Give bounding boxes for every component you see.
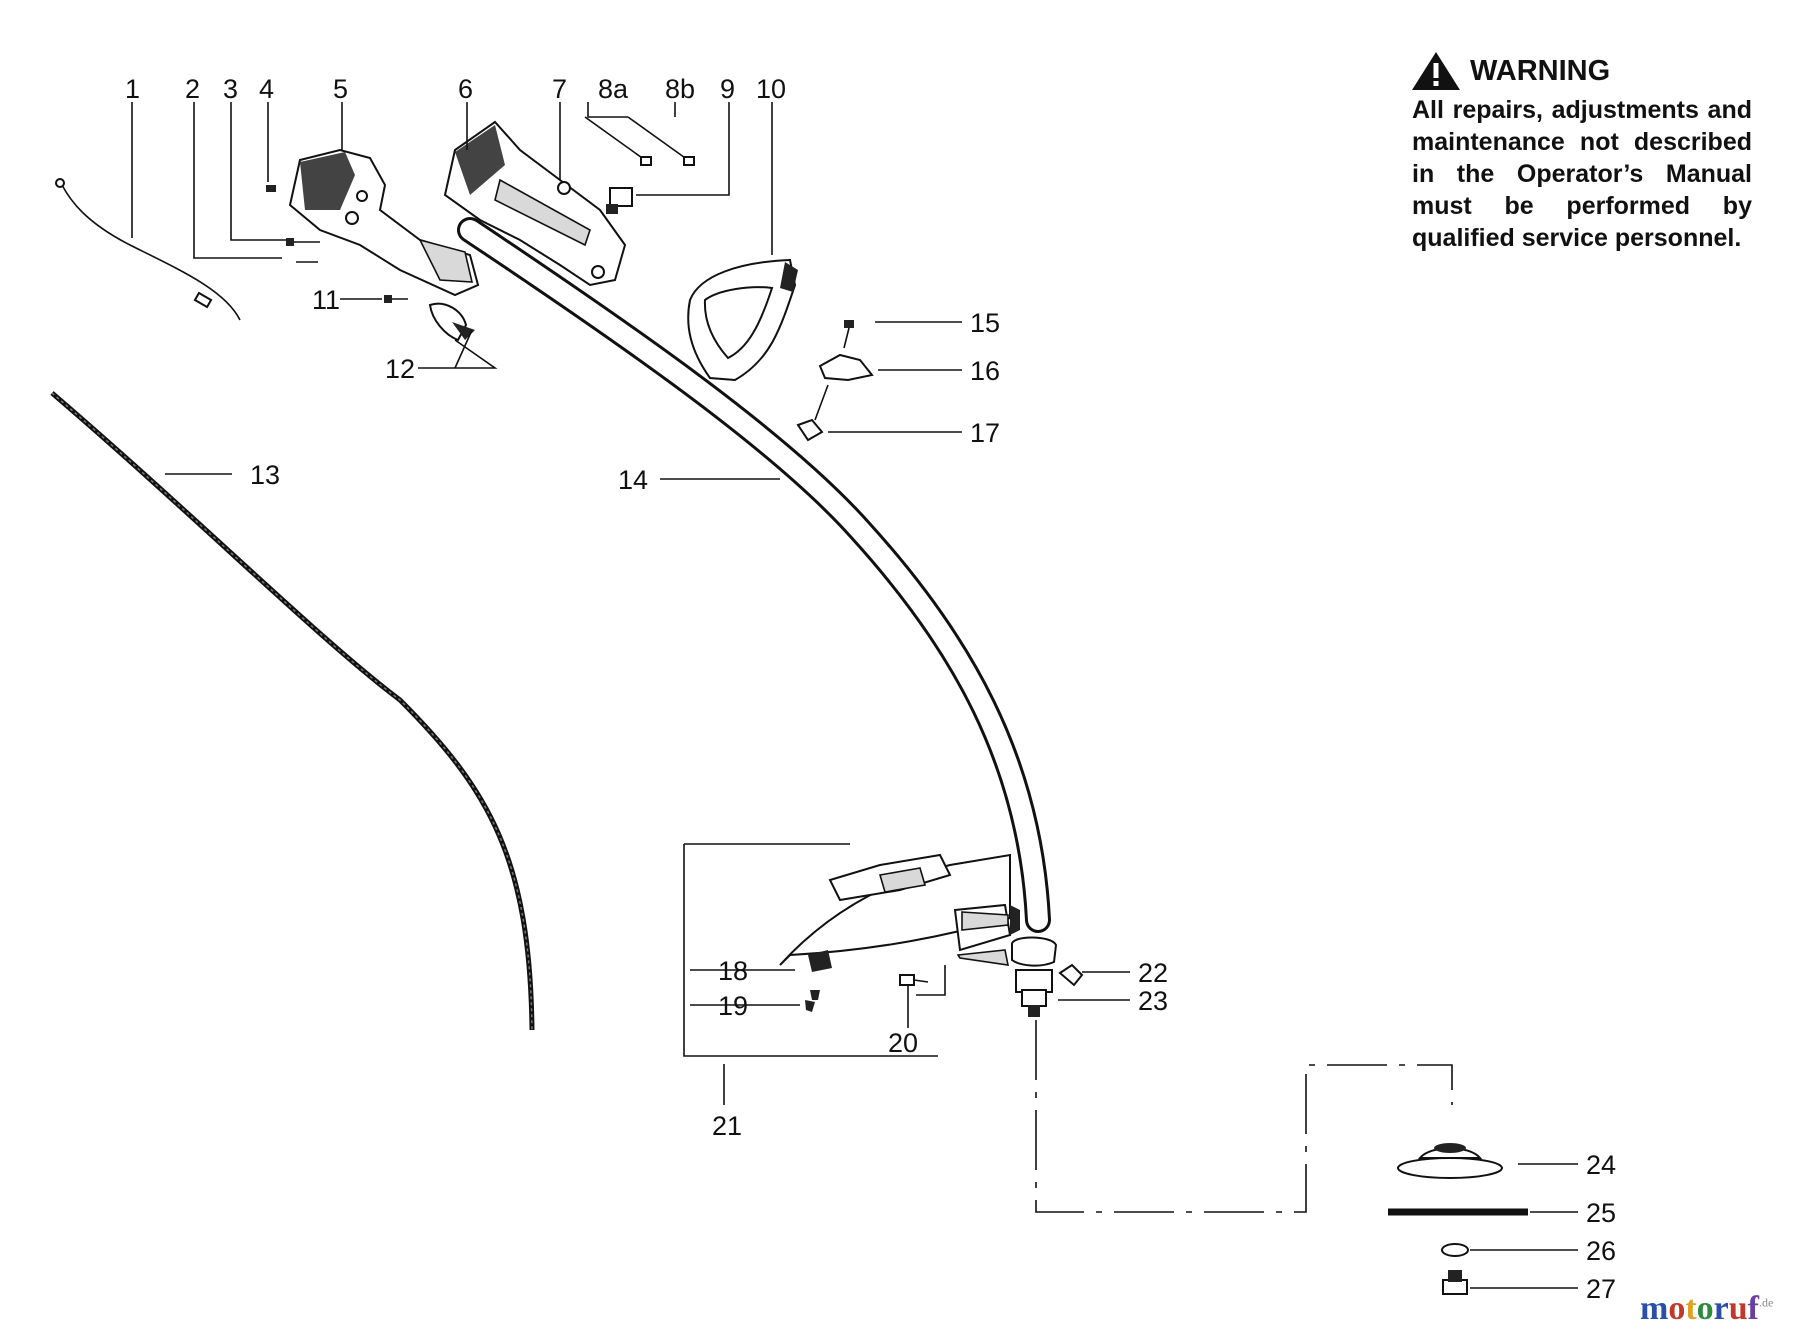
callout-6: 6 — [458, 74, 473, 104]
callout-8a: 8a — [598, 74, 629, 104]
callout-18: 18 — [718, 956, 748, 986]
loop-handle-part — [687, 258, 798, 382]
cutting-head-part — [1388, 1143, 1528, 1295]
callout-2: 2 — [185, 74, 200, 104]
callout-labels: 1 2 3 4 5 6 7 8a 8b 9 10 11 12 13 14 15 … — [125, 74, 1616, 1304]
gearhead-part — [1011, 936, 1084, 1017]
callout-15: 15 — [970, 308, 1000, 338]
callout-4: 4 — [259, 74, 274, 104]
callout-5: 5 — [333, 74, 348, 104]
callout-21: 21 — [712, 1111, 742, 1141]
callout-14: 14 — [618, 465, 648, 495]
callout-25: 25 — [1586, 1198, 1616, 1228]
warning-header: WARNING — [1410, 50, 1752, 92]
warning-box: WARNING All repairs, adjustments and mai… — [1412, 50, 1752, 254]
guard-part — [779, 853, 1020, 1012]
throttle-cable-part — [55, 178, 241, 321]
callout-24: 24 — [1586, 1150, 1616, 1180]
rear-handle-part — [288, 148, 480, 297]
callout-26: 26 — [1586, 1236, 1616, 1266]
callout-7: 7 — [552, 74, 567, 104]
callout-16: 16 — [970, 356, 1000, 386]
screws-part — [266, 185, 475, 342]
switch-part — [606, 187, 633, 214]
watermark-suffix: .de — [1759, 1295, 1774, 1310]
callout-1: 1 — [125, 74, 140, 104]
nut-part — [557, 181, 571, 195]
callout-27: 27 — [1586, 1274, 1616, 1304]
leader-lines — [131, 102, 1578, 1289]
drive-shaft-part — [50, 391, 535, 1031]
callout-20: 20 — [888, 1028, 918, 1058]
watermark-text: motoruf — [1640, 1290, 1759, 1327]
callout-19: 19 — [718, 991, 748, 1021]
warning-text: All repairs, adjustments and maintenance… — [1412, 96, 1752, 252]
wires-part — [584, 116, 695, 166]
callout-12: 12 — [385, 354, 415, 384]
callout-11: 11 — [312, 285, 340, 315]
callout-23: 23 — [1138, 986, 1168, 1016]
callout-10: 10 — [756, 74, 786, 104]
callout-13: 13 — [250, 460, 280, 490]
callout-17: 17 — [970, 418, 1000, 448]
warning-title: WARNING — [1470, 54, 1611, 87]
warning-triangle-icon — [1412, 52, 1460, 90]
clamp-set-part — [796, 320, 874, 442]
callout-9: 9 — [720, 74, 735, 104]
callout-8b: 8b — [665, 74, 695, 104]
watermark-logo: motoruf.de — [1640, 1290, 1773, 1328]
callout-3: 3 — [223, 74, 238, 104]
shaft-part — [457, 217, 1051, 933]
handle-half-part — [443, 120, 627, 287]
callout-22: 22 — [1138, 958, 1168, 988]
